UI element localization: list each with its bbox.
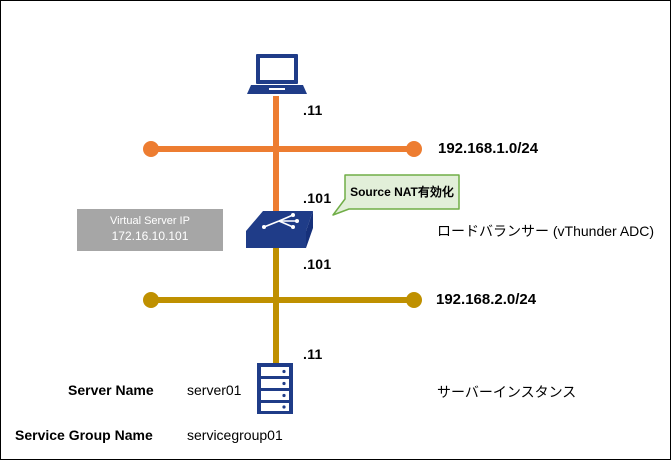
server-name-label: Server Name (68, 382, 154, 398)
callout-text: Source NAT有効化 (350, 185, 454, 199)
lb-lower-ip-suffix: .101 (303, 256, 332, 272)
load-balancer-icon (246, 211, 313, 248)
load-balancer-label: ロードバランサー (vThunder ADC) (437, 223, 655, 239)
server-instance-label: サーバーインスタンス (437, 384, 577, 400)
client-ip-suffix: .11 (303, 102, 323, 118)
server-ip-suffix: .11 (303, 346, 323, 362)
upper-network-left-endpoint (143, 141, 159, 157)
lb-upper-ip-suffix: .101 (303, 190, 332, 206)
lower-network-segment (143, 292, 422, 308)
upper-network-cidr: 192.168.1.0/24 (438, 140, 539, 157)
upper-network-segment (143, 141, 422, 157)
virtual-server-ip-title: Virtual Server IP (110, 215, 190, 227)
lower-network-left-endpoint (143, 292, 159, 308)
server-name-value: server01 (187, 382, 242, 398)
lower-network-cidr: 192.168.2.0/24 (436, 291, 537, 308)
source-nat-callout (332, 174, 460, 216)
service-group-value: servicegroup01 (187, 427, 283, 443)
lower-network-right-endpoint (406, 292, 422, 308)
upper-network-right-endpoint (406, 141, 422, 157)
virtual-server-ip-box: Virtual Server IP 172.16.10.101 (77, 209, 223, 251)
virtual-server-ip-value: 172.16.10.101 (111, 229, 189, 243)
server-icon (257, 363, 293, 414)
laptop-icon (247, 54, 307, 94)
service-group-label: Service Group Name (15, 427, 153, 443)
